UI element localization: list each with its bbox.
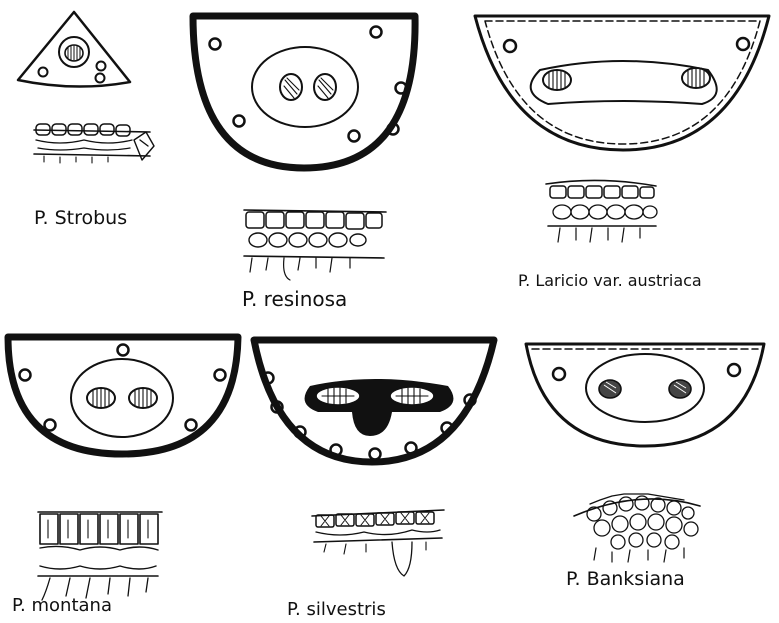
resinosa-epidermis-detail (244, 210, 386, 280)
montana-cross-section (8, 337, 238, 454)
resinosa-cross-section (193, 16, 415, 168)
banksiana-cross-section (526, 344, 764, 446)
laricio-epidermis-detail (546, 180, 657, 242)
resinosa-label: P. resinosa (242, 287, 347, 311)
banksiana-label: P. Banksiana (566, 568, 685, 590)
laricio-cross-section (475, 16, 769, 150)
laricio-label: P. Laricio var. austriaca (518, 271, 702, 290)
silvestris-epidermis-detail (312, 510, 444, 576)
strobus-cross-section (18, 12, 130, 87)
montana-label: P. montana (12, 595, 112, 616)
silvestris-label: P. silvestris (287, 599, 386, 620)
silvestris-cross-section (254, 340, 494, 462)
banksiana-epidermis-detail (574, 494, 700, 562)
strobus-label: P. Strobus (34, 207, 127, 229)
montana-epidermis-detail (38, 512, 162, 600)
strobus-epidermis-detail (34, 124, 154, 163)
